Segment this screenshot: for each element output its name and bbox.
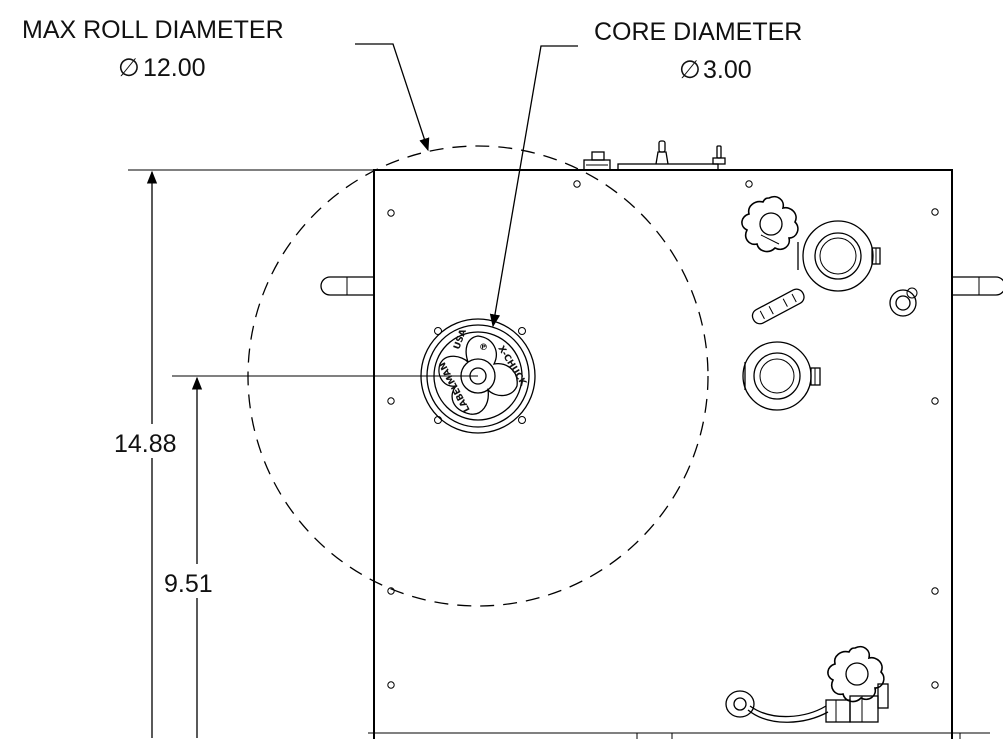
mounting-hole — [387, 681, 395, 689]
guide-slot — [751, 288, 805, 325]
hub-bolt — [518, 416, 526, 424]
overall-height-value: 14.88 — [114, 430, 177, 458]
hub-center-bore — [469, 367, 487, 385]
mounting-hole — [931, 208, 939, 216]
mounting-holes — [387, 180, 939, 689]
core-diameter-leader — [489, 45, 578, 328]
chuck-patent-mark: ℗ — [479, 343, 488, 353]
toggle-switch — [655, 151, 669, 165]
cable-assembly — [725, 683, 889, 723]
mounting-hole — [387, 587, 395, 595]
chuck-lobes — [438, 335, 518, 415]
top-hardware — [583, 140, 726, 171]
hub-bolt — [434, 327, 442, 335]
core-diameter-label: CORE DIAMETER ∅ 3.00 — [594, 18, 802, 84]
max-roll-diameter-value: 12.00 — [143, 54, 206, 82]
chuck-brand-text: X-CHUCK — [495, 344, 528, 388]
center-height-dimension: 9.51 — [160, 375, 478, 738]
mounting-hole — [387, 209, 395, 217]
diameter-symbol: ∅ — [679, 56, 701, 84]
max-roll-leader — [355, 43, 430, 152]
hub-center-ring — [460, 358, 496, 394]
hub-outer-flange — [420, 318, 536, 434]
center-height-value: 9.51 — [164, 570, 213, 598]
mounting-hole — [931, 397, 939, 405]
right-handle — [952, 276, 1003, 296]
tension-knob-lower — [827, 645, 885, 703]
hub-bolt — [434, 416, 442, 424]
roller-lower — [742, 341, 821, 411]
core-diameter-title: CORE DIAMETER — [594, 18, 802, 46]
max-roll-diameter-label: MAX ROLL DIAMETER ∅ 12.00 — [22, 16, 284, 82]
max-roll-diameter-circle — [247, 145, 709, 607]
mounting-hole — [931, 681, 939, 689]
small-fitting — [889, 287, 918, 317]
diameter-symbol: ∅ — [118, 54, 140, 82]
mounting-hole — [931, 587, 939, 595]
machine-plate — [368, 169, 990, 739]
hub-bolt — [518, 327, 526, 335]
core-diameter-value: 3.00 — [703, 56, 752, 84]
mounting-hole — [745, 180, 753, 188]
tension-knob-upper — [741, 195, 799, 253]
overall-height-dimension: 14.88 — [110, 169, 374, 738]
max-roll-diameter-title: MAX ROLL DIAMETER — [22, 16, 284, 44]
mounting-hole — [573, 180, 581, 188]
roller-upper — [797, 220, 881, 292]
left-handle — [320, 276, 374, 296]
mounting-hole — [387, 397, 395, 405]
